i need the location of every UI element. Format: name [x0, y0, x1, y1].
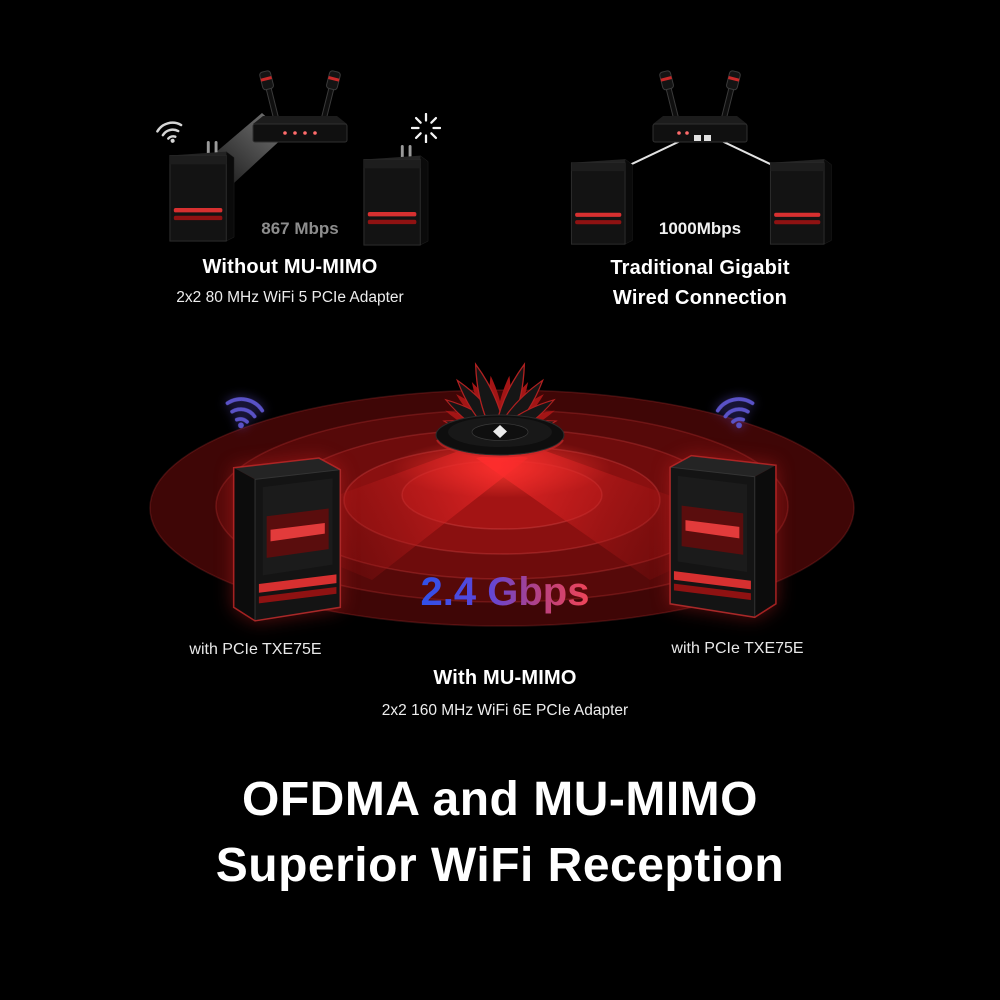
pc-led-stripe: [173, 208, 223, 213]
panel-title: With MU-MIMO: [433, 667, 577, 689]
panel-title: Without MU-MIMO: [202, 256, 378, 278]
speed-label: 867 Mbps: [261, 219, 339, 238]
pc-tower-icon: [570, 158, 633, 245]
router-antenna: [259, 70, 281, 124]
speed-label: 1000Mbps: [658, 219, 742, 238]
pc-gpu: [685, 520, 740, 539]
pc-led-stripe: [673, 583, 751, 600]
pc-tower-icon: [169, 140, 235, 242]
speed-label-wrap: 2.4 Gbps: [355, 570, 655, 615]
pc-led-stripe: [774, 212, 821, 217]
router-body-top: [253, 116, 347, 124]
ethernet-port: [694, 135, 701, 141]
pc-gpu: [270, 522, 325, 542]
router-icon: [652, 70, 748, 143]
router-body-top: [653, 116, 747, 124]
router-icon: [252, 70, 348, 143]
panel-subtitle: 2x2 80 MHz WiFi 5 PCIe Adapter: [176, 289, 404, 306]
wifi-icon: [225, 397, 265, 429]
interference-burst-icon: [411, 113, 441, 143]
panel-title-line1: Traditional Gigabit: [610, 257, 790, 279]
gaming-router-icon: [435, 362, 565, 458]
router-body: [652, 123, 748, 143]
pc-led-stripe: [673, 571, 751, 590]
wifi-icon: [156, 121, 183, 143]
pc-led-stripe: [367, 212, 417, 217]
pc-red-rim: [669, 454, 777, 619]
headline-line1: OFDMA and MU-MIMO: [242, 773, 758, 826]
pc-led-stripe: [258, 586, 337, 604]
wifi-icon: [715, 397, 755, 429]
speed-label: 2.4 Gbps: [420, 570, 590, 614]
router-antenna: [719, 70, 741, 124]
ethernet-port: [704, 135, 711, 141]
pc-red-rim: [232, 457, 342, 622]
gaming-pc-icon: [669, 454, 777, 619]
gaming-pc-icon: [232, 457, 342, 622]
router-body: [252, 123, 348, 143]
pc-led-stripe: [367, 219, 417, 225]
panel-subtitle: 2x2 160 MHz WiFi 6E PCIe Adapter: [381, 702, 629, 719]
pc-tower-icon: [363, 144, 429, 246]
pc-led-stripe: [774, 220, 821, 225]
pc-led-stripe: [258, 574, 337, 593]
pc-led-stripe: [575, 212, 622, 217]
pc-led-stripe: [173, 215, 223, 221]
pc-led-stripe: [575, 220, 622, 225]
pc-right-label: with PCIe TXE75E: [671, 640, 804, 657]
pc-tower-icon: [769, 158, 832, 245]
router-antenna: [319, 70, 341, 124]
router-logo: [493, 425, 507, 438]
panel-wired-gigabit: 1000Mbps Traditional Gigabit Wired Conne…: [500, 0, 1000, 320]
panel-with-mumimo: 2.4 Gbps with PCIe TXE75E with PCIe TXE7…: [0, 320, 1000, 740]
router-antenna: [659, 70, 681, 124]
panel-title-line2: Wired Connection: [612, 287, 788, 309]
adapter-antennas: [400, 144, 412, 159]
headline-line2: Superior WiFi Reception: [215, 839, 785, 892]
panel-without-mumimo: 867 Mbps Without MU-MIMO 2x2 80 MHz WiFi…: [0, 0, 500, 320]
pc-left-label: with PCIe TXE75E: [189, 641, 322, 658]
adapter-antennas: [206, 140, 218, 155]
